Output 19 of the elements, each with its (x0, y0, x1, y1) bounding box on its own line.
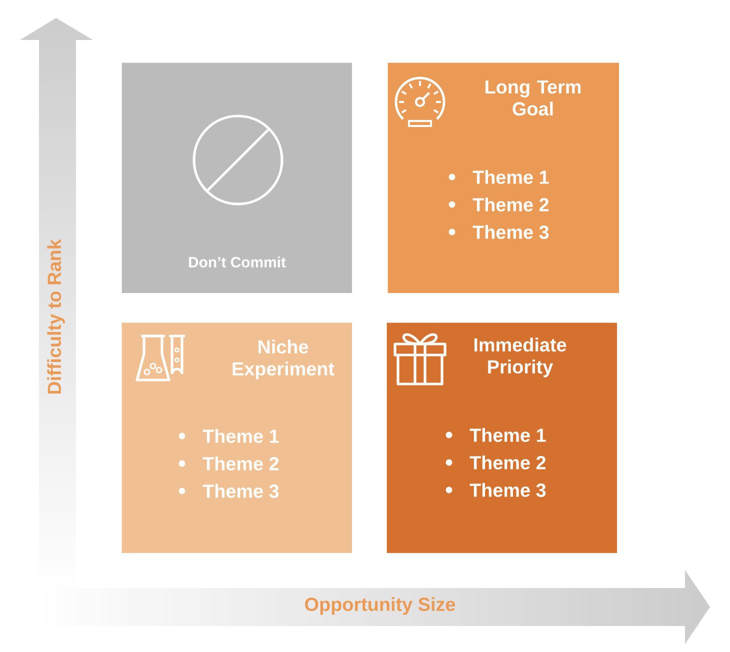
list-item: Theme 2 (472, 198, 549, 212)
quadrant-heading: Long Term Goal (486, 80, 581, 116)
quadrant-box (387, 62, 620, 294)
quadrant-heading: Immediate Priority (474, 338, 566, 378)
list-item: Theme 2 (470, 456, 546, 470)
axis-label: Opportunity Size (305, 597, 456, 615)
quadrant-label: Don’t Commit (189, 256, 286, 268)
quadrant-heading: Niche Experiment (232, 340, 334, 380)
quadrant-box (121, 322, 353, 554)
quadrant-box (121, 62, 353, 294)
list-item: Theme 1 (470, 428, 546, 442)
list-item: Theme 1 (472, 170, 549, 184)
list-item: Theme 2 (202, 456, 279, 470)
list-item: Theme 3 (202, 484, 279, 498)
list-item: Theme 1 (202, 429, 279, 443)
list-item: Theme 3 (470, 483, 546, 497)
quadrant-box (386, 322, 618, 554)
list-item: Theme 3 (472, 225, 549, 239)
axis-label: Difficulty to Rank (47, 239, 65, 394)
